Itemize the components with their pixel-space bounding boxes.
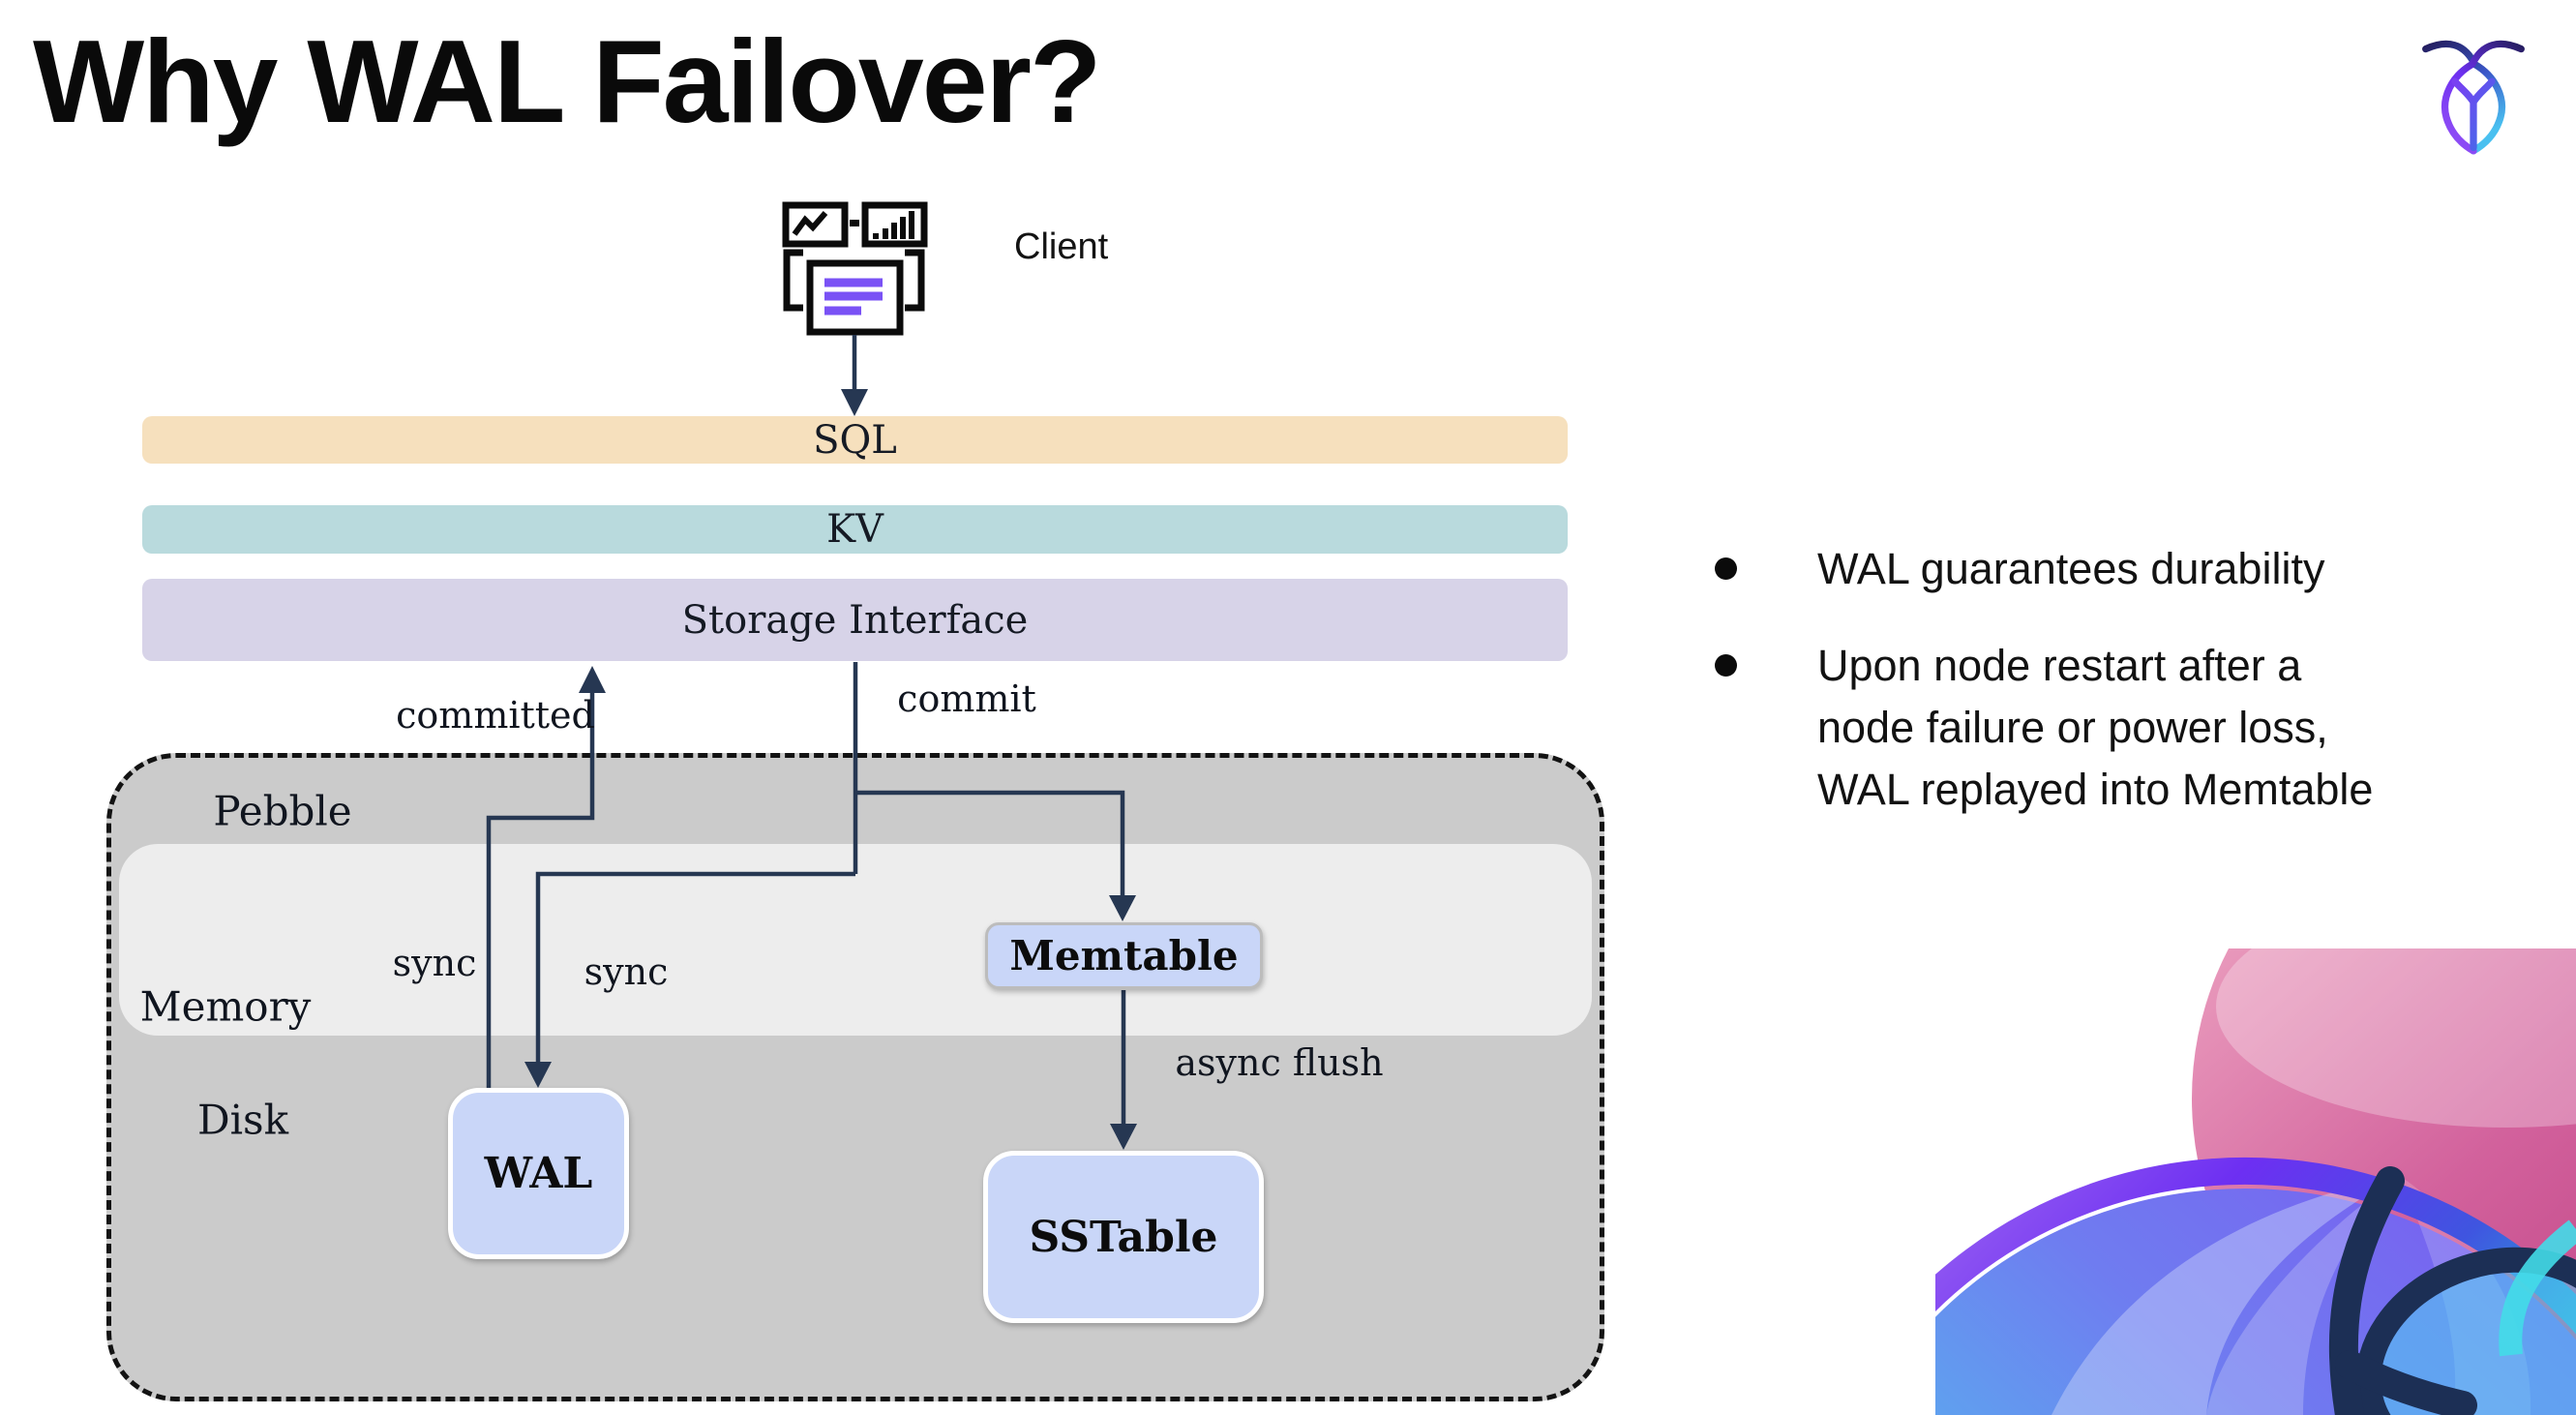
navy-branch [2328,1166,2477,1415]
arrowhead-storage [579,666,606,693]
cockroachdb-brand-sphere-graphic [1935,948,2576,1415]
bullet-item: WAL guarantees durability [1715,538,2324,600]
left-bracket-icon [783,249,803,312]
icon-separator-dash [850,220,859,226]
bar-chart-glyph [873,211,914,239]
document-text-lines [824,278,883,316]
layer-sql: SQL [142,416,1568,464]
layer-kv: KV [142,505,1568,554]
commit-edge-label: commit [897,677,1036,720]
wal-label: WAL [484,1149,593,1198]
cockroachdb-logo-icon [2422,40,2525,155]
bullet-dot-icon [1715,654,1737,677]
logo-y-branch [2451,77,2496,152]
bullet-dot-icon [1715,557,1737,580]
leaf-overlay-left [2052,1176,2400,1415]
layer-kv-label: KV [826,507,884,552]
pink-highlight [2216,948,2576,1128]
bullet-text: Upon node restart after a node failure o… [1817,641,2374,814]
client-icon [782,201,928,336]
layer-storage-interface: Storage Interface [142,579,1568,661]
navy-leaf-ring [2355,1247,2576,1415]
committed-edge-label: committed [396,694,595,737]
bullet-text: WAL guarantees durability [1817,544,2325,593]
sync-left-edge-label: sync [392,942,477,984]
disk-label: Disk [196,1096,289,1144]
memory-label: Memory [139,982,312,1031]
memory-band [119,844,1592,1036]
cyan-accent-arc [2499,1219,2576,1357]
right-bracket-icon [905,249,925,312]
layer-storage-label: Storage Interface [681,597,1029,643]
sstable-label: SSTable [1029,1212,1218,1262]
layer-sql-label: SQL [813,417,897,463]
pebble-label: Pebble [213,787,352,835]
async-flush-edge-label: async flush [1175,1041,1384,1084]
wal-box: WAL [448,1088,629,1259]
logo-left-antenna-right-arc [2422,40,2505,155]
line-chart-glyph [792,211,828,236]
logo-right-antenna-left-arc [2441,40,2525,155]
bullet-item: Upon node restart after a node failure o… [1715,635,2373,821]
client-label: Client [1014,226,1109,267]
arrowhead-sql [841,389,868,416]
page-title: Why WAL Failover? [33,15,1102,147]
sync-right-edge-label: sync [584,950,669,993]
memtable-box: Memtable [985,922,1263,989]
memtable-label: Memtable [1009,932,1239,979]
sstable-box: SSTable [983,1151,1264,1323]
